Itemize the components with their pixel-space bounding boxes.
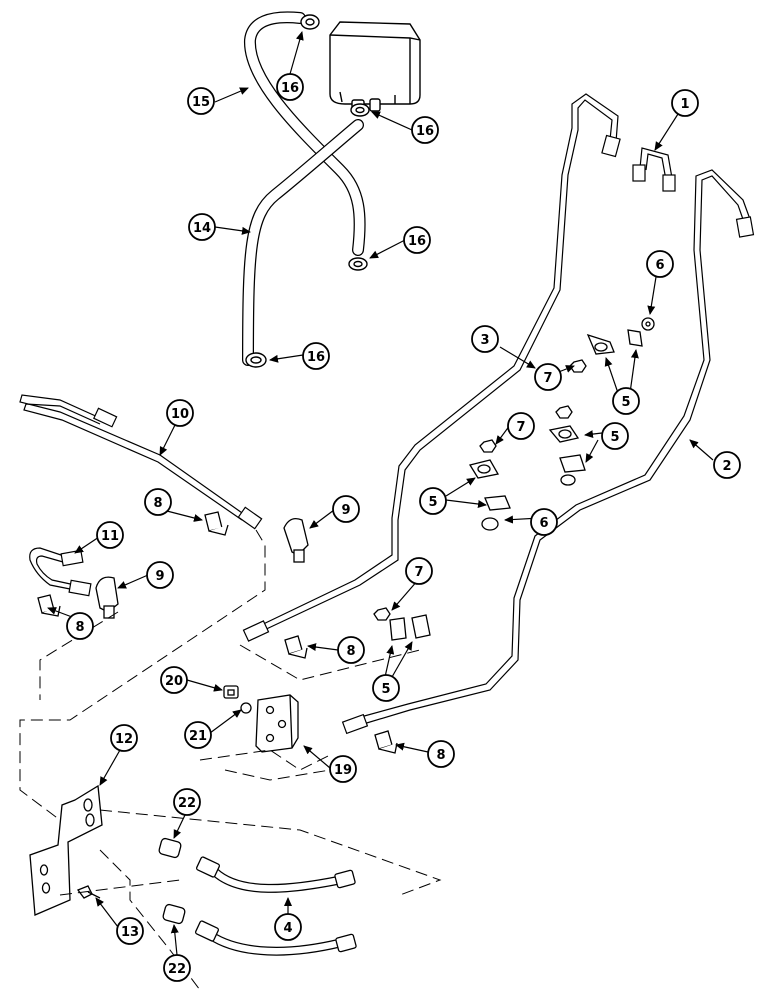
callout-9: 9: [332, 495, 360, 523]
svg-text:16: 16: [416, 124, 434, 139]
callout-7: 7: [507, 412, 535, 440]
svg-text:16: 16: [408, 234, 426, 249]
svg-text:14: 14: [193, 221, 211, 236]
svg-text:1: 1: [680, 97, 689, 112]
svg-text:5: 5: [621, 395, 630, 410]
callout-7: 7: [534, 363, 562, 391]
callout-5: 5: [601, 422, 629, 450]
washer-21: [240, 702, 252, 714]
svg-text:22: 22: [168, 962, 186, 977]
callout-16: 16: [411, 116, 439, 144]
callout-5: 5: [419, 487, 447, 515]
callout-8: 8: [66, 612, 94, 640]
callout-6: 6: [530, 508, 558, 536]
callout-5: 5: [612, 387, 640, 415]
svg-text:10: 10: [171, 407, 189, 422]
callout-9: 9: [146, 561, 174, 589]
elbow-fittings-9: [95, 517, 309, 619]
nuts-7: [373, 359, 587, 621]
svg-text:6: 6: [655, 258, 664, 273]
svg-text:7: 7: [516, 420, 525, 435]
hose-14: [242, 119, 364, 366]
svg-text:19: 19: [334, 763, 352, 778]
reservoir-tank: [329, 21, 421, 105]
callout-3: 3: [471, 325, 499, 353]
line-2: [341, 169, 755, 735]
callout-5: 5: [372, 674, 400, 702]
svg-text:22: 22: [178, 796, 196, 811]
svg-text:16: 16: [281, 81, 299, 96]
callout-20: 20: [160, 666, 188, 694]
callout-14: 14: [188, 213, 216, 241]
callouts: 1 2 3 4 5 5 5 5 6 6 7 7 7 8 8 8 8 9 9 10…: [47, 31, 741, 982]
callout-12: 12: [110, 724, 138, 752]
callout-4: 4: [274, 913, 302, 941]
svg-text:13: 13: [121, 925, 139, 940]
callout-22: 22: [173, 788, 201, 816]
callout-21: 21: [184, 721, 212, 749]
svg-text:4: 4: [283, 921, 292, 936]
svg-text:15: 15: [192, 95, 210, 110]
callout-6: 6: [646, 250, 674, 278]
svg-text:6: 6: [539, 516, 548, 531]
callout-16: 16: [276, 73, 304, 101]
line-3: [242, 93, 621, 642]
svg-text:20: 20: [165, 674, 183, 689]
svg-text:9: 9: [155, 569, 164, 584]
callout-8: 8: [144, 488, 172, 516]
bracket-12: [29, 784, 103, 916]
line-11: [29, 547, 92, 597]
hose-15: [244, 11, 366, 256]
callout-7: 7: [405, 557, 433, 585]
callout-8: 8: [427, 740, 455, 768]
callout-2: 2: [713, 451, 741, 479]
svg-text:8: 8: [75, 620, 84, 635]
callout-8: 8: [337, 636, 365, 664]
svg-text:7: 7: [543, 371, 552, 386]
callout-1: 1: [671, 89, 699, 117]
connector-20: [223, 685, 239, 699]
svg-text:12: 12: [115, 732, 133, 747]
callout-11: 11: [96, 521, 124, 549]
svg-text:9: 9: [341, 503, 350, 518]
svg-text:3: 3: [480, 333, 489, 348]
adapters-22: [158, 837, 186, 925]
svg-text:8: 8: [153, 496, 162, 511]
reservoir-assembly: [329, 21, 421, 113]
bracket-19: [255, 694, 299, 753]
hoses-4: [194, 856, 357, 956]
callout-16: 16: [403, 226, 431, 254]
callout-15: 15: [187, 87, 215, 115]
svg-text:2: 2: [722, 459, 731, 474]
line-10: [19, 394, 263, 530]
svg-text:11: 11: [101, 529, 119, 544]
line-1: [632, 147, 676, 192]
callout-10: 10: [166, 399, 194, 427]
svg-text:5: 5: [428, 495, 437, 510]
svg-text:21: 21: [189, 729, 207, 744]
callout-19: 19: [329, 755, 357, 783]
hose-clamps-16: [245, 14, 370, 368]
svg-text:16: 16: [307, 350, 325, 365]
svg-text:5: 5: [610, 430, 619, 445]
callout-13: 13: [116, 917, 144, 945]
svg-text:8: 8: [436, 748, 445, 763]
callout-22: 22: [163, 954, 191, 982]
svg-text:7: 7: [414, 565, 423, 580]
callout-16: 16: [302, 342, 330, 370]
clamps-5: [389, 329, 643, 641]
svg-text:8: 8: [346, 644, 355, 659]
assembly-guide-lines: [19, 529, 442, 991]
washers-6: [481, 317, 655, 531]
svg-text:5: 5: [381, 682, 390, 697]
